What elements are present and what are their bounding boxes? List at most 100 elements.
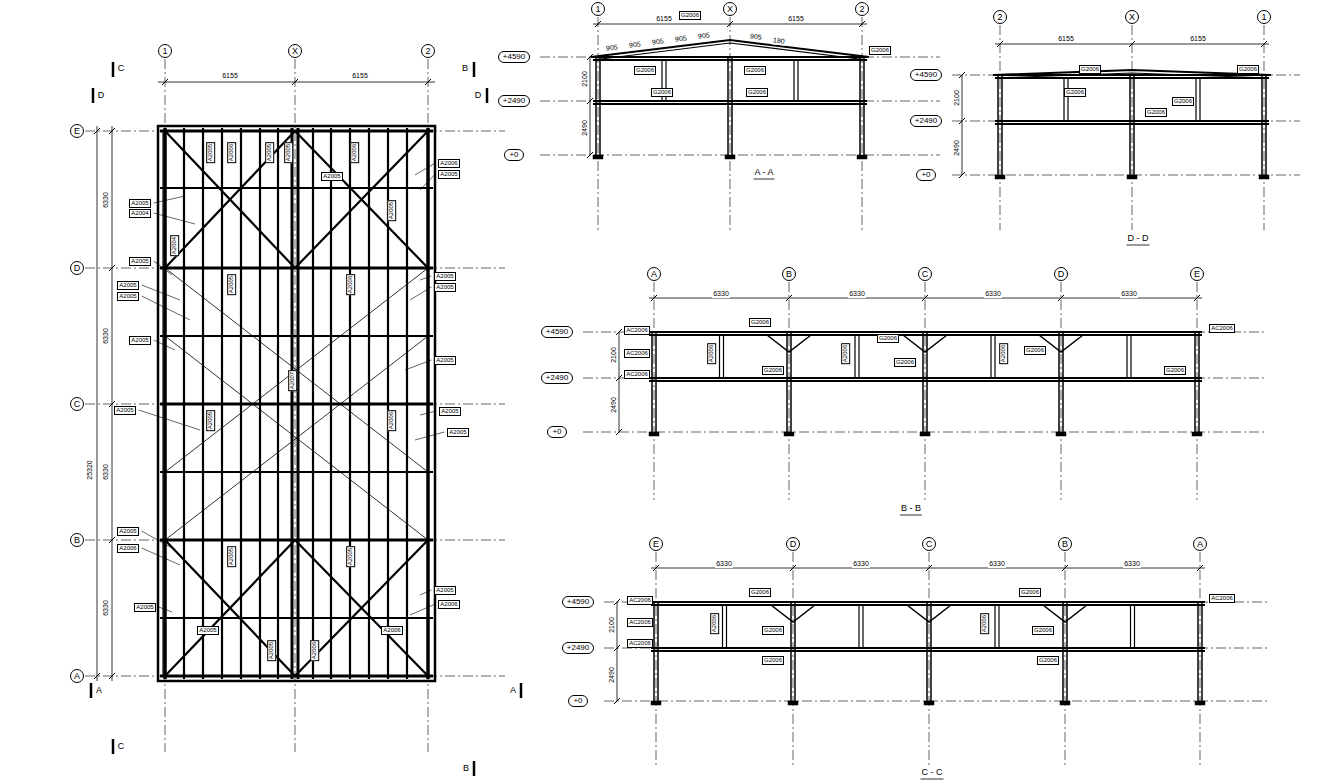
bracing-line (295, 540, 428, 676)
axis-line (1132, 25, 1133, 230)
node-text: AC2006 (629, 619, 651, 625)
knee-brace (907, 605, 951, 622)
beam-line (593, 103, 867, 105)
dimension-text: 2100 (610, 346, 618, 364)
post-line (1130, 335, 1131, 378)
base-plate (1060, 701, 1070, 705)
purlin-line (297, 128, 300, 679)
level-line (604, 602, 1270, 603)
member-tag: A2005 (114, 406, 135, 415)
column-line (1197, 602, 1199, 701)
member-tag: A2007 (288, 369, 297, 390)
member-tag: A2006 (980, 612, 989, 633)
node-text: A2006 (711, 614, 717, 631)
post-line (1063, 78, 1064, 121)
label-text: 2490 (608, 667, 615, 683)
column-line (595, 57, 597, 155)
section-title: A - A (753, 167, 774, 177)
leader-line (142, 531, 172, 548)
column-line (1062, 602, 1064, 701)
post-line (854, 335, 855, 378)
node-text: AC2006 (629, 640, 651, 646)
leader-line (415, 163, 435, 175)
member-tag: A2005 (129, 257, 150, 266)
dimension-tick (425, 79, 431, 85)
label-text: 6155 (656, 15, 672, 22)
node-text: A2005 (131, 337, 148, 343)
node-text: A2005 (285, 143, 291, 160)
node-text: A2005 (119, 528, 136, 534)
beam-line (649, 334, 1202, 336)
node-text: A2005 (131, 258, 148, 264)
label-text: C - C (922, 767, 943, 777)
member-tag: A2005 (387, 199, 396, 220)
axis-bubble: X (288, 44, 302, 58)
label-text: 6330 (1121, 290, 1137, 297)
knee-brace (1043, 605, 1087, 622)
post-line (723, 335, 724, 378)
column-line (731, 57, 733, 155)
section-cut-mark (520, 683, 523, 698)
node-text: X (727, 4, 733, 14)
axis-line (929, 552, 930, 765)
node-text: A2005 (116, 407, 133, 413)
bracing-line (165, 540, 295, 676)
purlin-line (163, 128, 167, 679)
member-tag: G2006 (762, 366, 784, 375)
label-text: D - D (1128, 233, 1149, 243)
axis-line (85, 404, 505, 405)
member-tag: A2005 (267, 639, 276, 660)
dimension-tick (1261, 41, 1267, 47)
column-line (1194, 332, 1196, 432)
tie-line (165, 336, 428, 540)
axis-line (598, 17, 599, 230)
member-tag: A2006 (350, 141, 359, 162)
dimension-text: 2100 (581, 70, 589, 88)
column-line (1066, 602, 1068, 701)
section-cut-letter: A (95, 685, 103, 695)
node-text: +2490 (567, 643, 589, 652)
label-text: A (96, 685, 102, 695)
dimension-text: 6155 (221, 72, 239, 80)
leader-line (142, 285, 180, 300)
dimension-tick (94, 673, 100, 679)
member-tag: A2006 (387, 409, 396, 430)
node-text: G2006 (764, 627, 782, 633)
leader-line (154, 340, 175, 350)
node-text: G2006 (1174, 98, 1192, 104)
axis-line (165, 59, 166, 752)
axis-bubble: 1 (591, 2, 605, 16)
column-line (863, 57, 865, 155)
axis-line (656, 552, 657, 765)
node-text: A2004 (171, 236, 177, 253)
dimension-text: 6155 (1189, 35, 1207, 43)
label-text: 2100 (581, 71, 588, 87)
dimension-text: 25320 (86, 459, 94, 480)
label-text: 6155 (222, 72, 238, 79)
dimension-text: 6330 (712, 290, 730, 298)
axis-bubble: E (1190, 267, 1204, 281)
member-tag: G2006 (869, 46, 891, 55)
base-plate (1127, 175, 1137, 179)
post-line (797, 60, 798, 101)
axis-bubble: A (1193, 537, 1207, 551)
beam-line (651, 647, 1205, 649)
level-marker: +4590 (498, 51, 530, 63)
label-text: 905 (750, 32, 762, 40)
label-text: 2490 (581, 120, 588, 136)
member-tag: A2006 (381, 626, 402, 635)
label-text: 6155 (352, 72, 368, 79)
node-text: AC2006 (626, 327, 648, 333)
level-line (583, 332, 1265, 333)
base-plate (857, 155, 867, 159)
label-text: 6330 (716, 560, 732, 567)
label-text: B (463, 763, 469, 773)
node-text: +4590 (503, 52, 525, 61)
leader-line (139, 410, 200, 430)
axis-line (428, 59, 429, 752)
dimension-tick (616, 375, 622, 381)
axis-bubble: B (782, 267, 796, 281)
post-line (719, 335, 720, 378)
member-tag: A2006 (999, 342, 1008, 363)
member-tag: G2006 (1164, 366, 1186, 375)
